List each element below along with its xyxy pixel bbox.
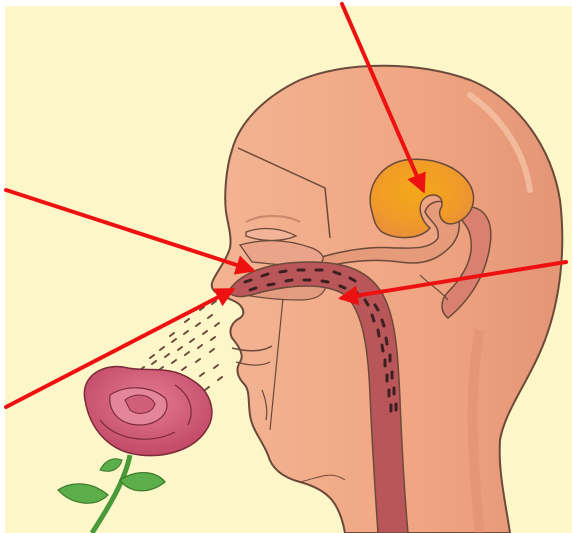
white-border-top [0,0,572,6]
white-border-left [0,0,5,533]
